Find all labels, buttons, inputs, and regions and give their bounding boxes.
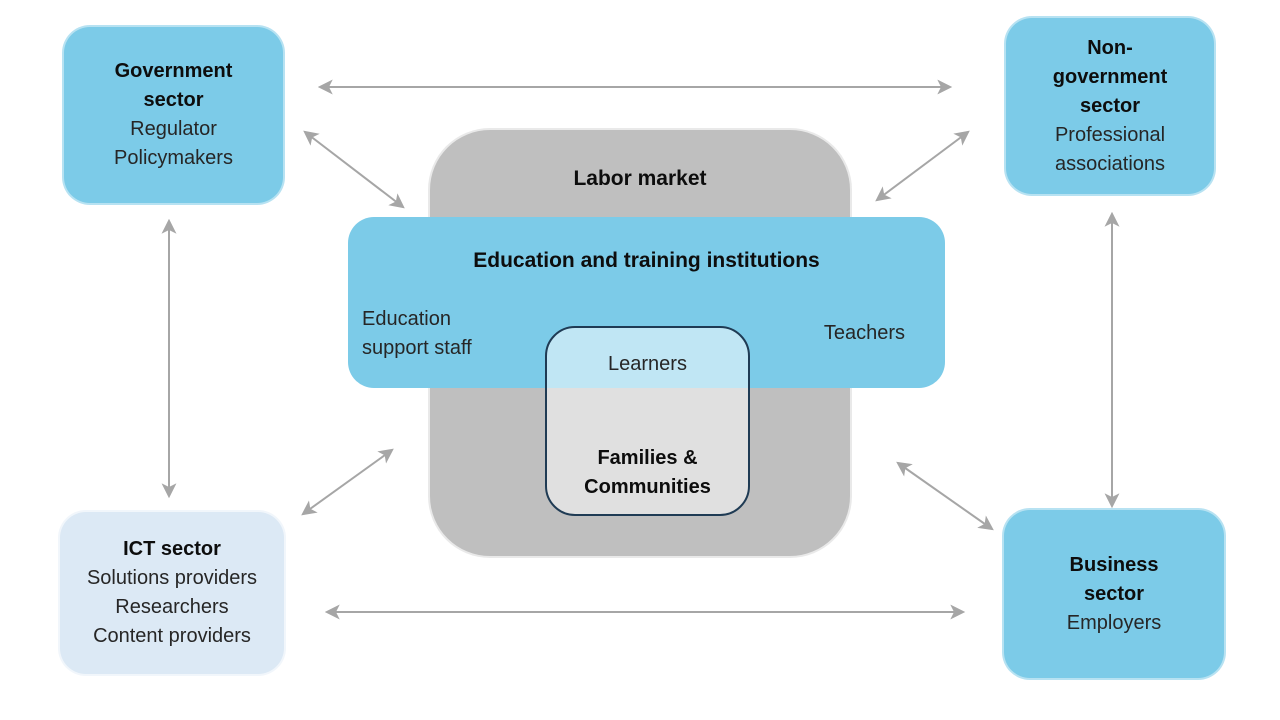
ict-item-solutions-providers: Solutions providers: [86, 567, 258, 589]
teachers-label: Teachers: [823, 322, 905, 344]
learners-label: Learners: [608, 353, 687, 375]
non-government-item-professional-associations: Professional associations: [1054, 123, 1166, 175]
ict-item-researchers: Researchers: [115, 596, 229, 618]
ict-sector-title: ICT sector: [123, 538, 221, 560]
non-government-sector-box: Non-government sector Professional assoc…: [1004, 16, 1216, 196]
government-sector-title: Government sector: [114, 60, 233, 111]
government-item-policymakers: Policymakers: [114, 147, 233, 169]
arrow-labormarket-business: [896, 461, 994, 531]
learners-families-box: Learners Families & Communities: [545, 326, 750, 516]
ict-sector-box: ICT sector Solutions providers Researche…: [58, 510, 286, 676]
ict-item-content-providers: Content providers: [93, 625, 251, 647]
arrow-government-labormarket: [303, 130, 405, 209]
business-sector-title: Business sector: [1069, 553, 1159, 605]
arrow-ict-labormarket: [301, 448, 394, 516]
arrow-labormarket-nongovernment: [875, 130, 970, 202]
labor-market-title: Labor market: [573, 167, 707, 190]
business-sector-box: Business sector Employers: [1002, 508, 1226, 680]
business-item-employers: Employers: [1066, 611, 1162, 634]
education-support-staff-label: Education support staff: [362, 308, 472, 359]
non-government-sector-title: Non-government sector: [1052, 36, 1168, 117]
government-sector-box: Government sector Regulator Policymakers: [62, 25, 285, 205]
government-item-regulator: Regulator: [130, 118, 217, 140]
education-institutions-title: Education and training institutions: [473, 249, 820, 272]
families-communities-label: Families & Communities: [584, 447, 711, 498]
education-institutions-box: Education and training institutions Educ…: [348, 217, 945, 388]
